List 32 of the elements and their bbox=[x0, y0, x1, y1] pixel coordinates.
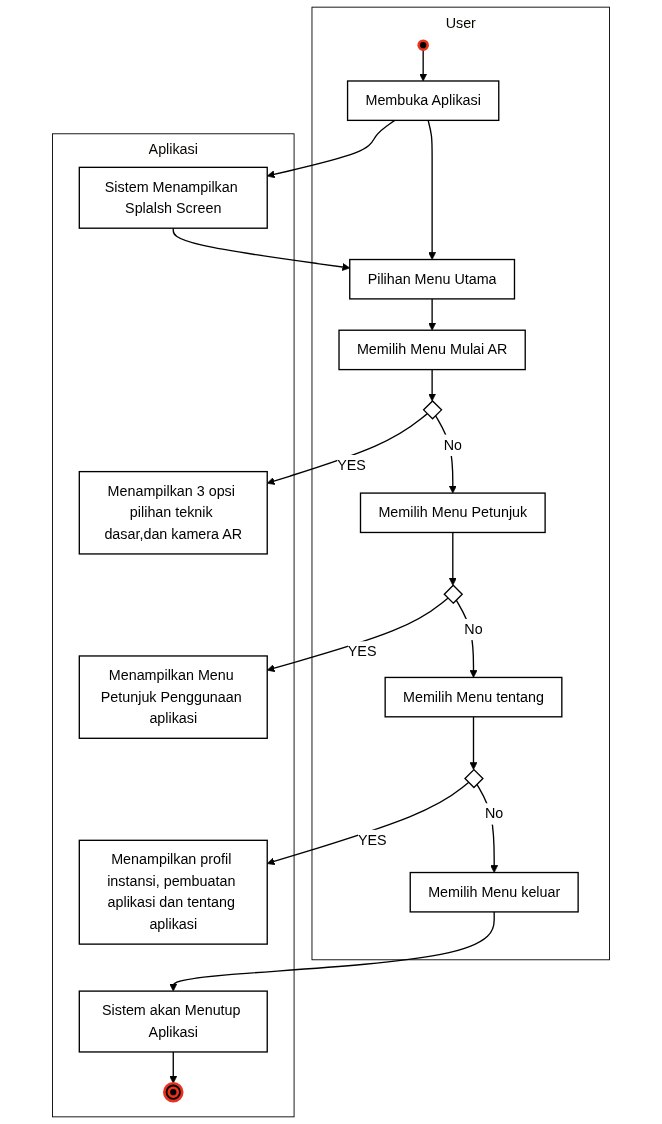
node-box: Sistem Menampilkan Splalsh Screen bbox=[78, 166, 268, 229]
node-box: Menampilkan profil instansi, pembuatan aplikasi dan tentang aplikasi bbox=[78, 839, 268, 945]
edge-label: YES bbox=[347, 643, 377, 660]
node-circle bbox=[162, 1081, 184, 1103]
node-box: Memilih Menu keluar bbox=[409, 871, 579, 913]
node-box: Memilih Menu tentang bbox=[384, 676, 563, 718]
node-box: Menampilkan 3 opsi pilihan teknik dasar,dan kamera AR bbox=[78, 470, 268, 555]
edge-label: YES bbox=[337, 457, 366, 473]
node-box: Sistem akan Menutup Aplikasi bbox=[78, 990, 268, 1053]
node-diamond bbox=[464, 768, 484, 789]
arrow bbox=[419, 49, 428, 82]
node-box: Menampilkan Menu Petunjuk Penggunaan aplikasi bbox=[78, 655, 268, 739]
edge-label: YES bbox=[358, 832, 387, 848]
node-box: Pilihan Menu Utama bbox=[349, 258, 516, 300]
edge-label: No bbox=[464, 621, 483, 637]
edge-label: No bbox=[443, 437, 462, 453]
arrow bbox=[455, 599, 478, 678]
node-diamond bbox=[443, 584, 464, 605]
arrow bbox=[428, 368, 437, 402]
arrow bbox=[427, 119, 437, 260]
arrow bbox=[476, 783, 499, 873]
arrow bbox=[448, 531, 457, 586]
arrow bbox=[169, 911, 495, 992]
arrow bbox=[469, 716, 478, 770]
node-box: Membuka Aplikasi bbox=[346, 80, 500, 122]
node-box: Memilih Menu Mulai AR bbox=[338, 329, 526, 371]
node-box: Memilih Menu Petunjuk bbox=[359, 492, 546, 534]
arrow bbox=[428, 298, 437, 331]
edge-label: No bbox=[485, 805, 504, 822]
node-diamond bbox=[422, 399, 443, 420]
node-circle bbox=[417, 39, 429, 51]
arrow bbox=[169, 1051, 178, 1084]
